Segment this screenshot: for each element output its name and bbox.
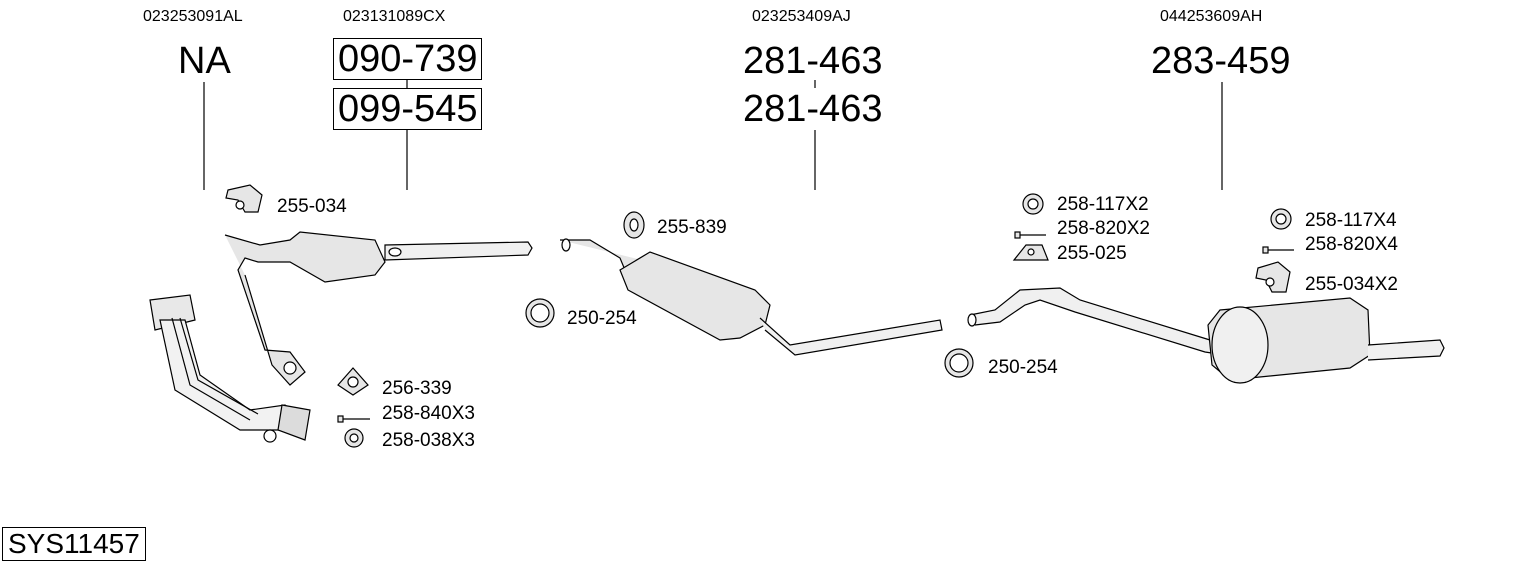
part-label-255-025: 255-025	[1057, 243, 1127, 264]
part-label-258-820x2: 258-820X2	[1057, 218, 1150, 239]
system-id-badge: SYS11457	[2, 527, 146, 561]
part-label-258-840x3: 258-840X3	[382, 403, 475, 424]
part-label-258-820x4: 258-820X4	[1305, 234, 1398, 255]
oem-number-middle: 023253409AJ	[752, 8, 851, 25]
hanger-icon-255-034x2	[1255, 261, 1291, 293]
rear-silencer-drawing	[967, 287, 1445, 384]
part-label-258-117x2: 258-117X2	[1057, 194, 1149, 215]
middle-silencer-drawing	[560, 238, 943, 356]
part-label-250-254-rear: 250-254	[988, 357, 1058, 378]
washer-icon-258-117x4	[1270, 208, 1292, 230]
gasket-icon-256-339	[337, 367, 369, 396]
hanger-icon-255-034	[225, 184, 263, 213]
part-number-middle-1: 281-463	[743, 40, 883, 82]
part-label-250-254: 250-254	[567, 308, 637, 329]
part-number-catalyst-1: 090-739	[333, 38, 483, 80]
nut-icon-258-038	[344, 428, 364, 448]
clamp-icon-250-254	[525, 298, 555, 328]
manifold-drawing	[149, 294, 311, 443]
catalyst-drawing	[224, 231, 533, 386]
rubber-ring-icon-255-839	[623, 211, 645, 239]
part-number-rear: 283-459	[1151, 40, 1291, 82]
part-label-258-117x4: 258-117X4	[1305, 210, 1397, 231]
washer-icon-258-117x2	[1022, 193, 1044, 215]
oem-number-manifold: 023253091AL	[143, 8, 243, 25]
oem-number-rear: 044253609AH	[1160, 8, 1263, 25]
oem-number-catalyst: 023131089CX	[343, 8, 446, 25]
bolt-icon-258-840	[337, 415, 370, 423]
bracket-icon-255-025	[1012, 244, 1049, 261]
bolt-icon-258-820x2	[1014, 231, 1046, 239]
part-number-manifold: NA	[178, 40, 231, 82]
bolt-icon-258-820x4	[1262, 246, 1294, 254]
clamp-icon-250-254-rear	[944, 348, 974, 378]
part-number-catalyst-2: 099-545	[333, 88, 483, 130]
part-label-255-839: 255-839	[657, 217, 727, 238]
part-label-255-034: 255-034	[277, 196, 347, 217]
part-label-258-038x3: 258-038X3	[382, 430, 475, 451]
part-number-middle-2: 281-463	[743, 88, 883, 130]
part-label-255-034x2: 255-034X2	[1305, 274, 1398, 295]
part-label-256-339: 256-339	[382, 378, 452, 399]
